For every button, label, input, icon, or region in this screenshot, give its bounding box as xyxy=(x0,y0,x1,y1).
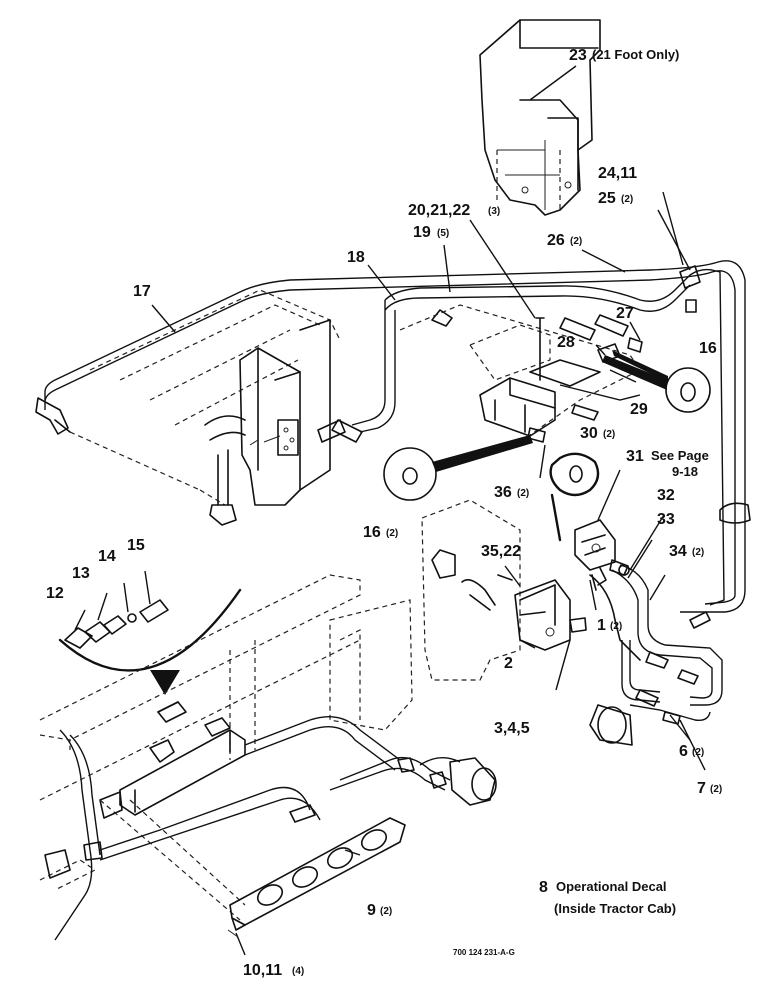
lower-frame xyxy=(39,574,497,941)
label-1-qty: (2) xyxy=(610,621,622,632)
label-36-number: 36 xyxy=(494,484,512,501)
callout-19: 19 (5) xyxy=(413,224,449,241)
label-24-11: 24,11 xyxy=(598,165,637,182)
label-34-qty: (2) xyxy=(692,547,704,558)
label-19-qty: (5) xyxy=(437,228,449,239)
callout-34: 34 (2) xyxy=(669,543,704,560)
detail-circles xyxy=(383,350,711,542)
label-9-number: 9 xyxy=(367,902,376,919)
label-34-number: 34 xyxy=(669,543,687,560)
label-8-note-line2: (Inside Tractor Cab) xyxy=(554,901,676,916)
label-7-number: 7 xyxy=(697,780,706,797)
callout-6: 6 (2) xyxy=(679,743,704,760)
label-23-number: 23 xyxy=(569,47,587,64)
callout-7: 7 (2) xyxy=(697,780,722,797)
label-26-qty: (2) xyxy=(570,236,582,247)
label-31-number: 31 xyxy=(626,448,644,465)
drawing-code: 700 124 231-A-G xyxy=(453,948,515,957)
label-29: 29 xyxy=(630,401,648,418)
label-13: 13 xyxy=(72,565,90,582)
callout-16-bottom: 16 (2) xyxy=(363,524,398,541)
label-16-top: 16 xyxy=(699,340,717,357)
callout-20-22: 20,21,22 (3) xyxy=(408,202,500,219)
label-36-qty: (2) xyxy=(517,488,529,499)
main-hoses xyxy=(35,260,746,613)
label-7-qty: (2) xyxy=(710,784,722,795)
callout-36: 36 (2) xyxy=(494,484,529,501)
label-20-22-qty: (3) xyxy=(488,206,500,217)
label-27: 27 xyxy=(616,305,634,322)
label-1-number: 1 xyxy=(597,617,606,634)
fitting-detail xyxy=(58,588,242,723)
left-frame xyxy=(89,289,346,526)
callout-25: 25 (2) xyxy=(598,190,633,207)
label-3-4-5: 3,4,5 xyxy=(494,720,530,737)
leader-lines xyxy=(74,65,706,956)
label-17: 17 xyxy=(133,283,151,300)
label-25-number: 25 xyxy=(598,190,616,207)
label-26-number: 26 xyxy=(547,232,565,249)
label-6-number: 6 xyxy=(679,743,688,760)
callout-31: 31 See Page 9-18 xyxy=(626,448,709,479)
callout-26: 26 (2) xyxy=(547,232,582,249)
label-23-note: (21 Foot Only) xyxy=(592,47,679,62)
valve-assembly xyxy=(399,304,643,443)
label-31-page-number: 9-18 xyxy=(672,464,698,479)
callout-8: 8 Operational Decal (Inside Tractor Cab) xyxy=(539,879,676,916)
label-10-11-qty: (4) xyxy=(292,966,304,977)
label-33: 33 xyxy=(657,511,675,528)
label-10-11-number: 10,11 xyxy=(243,962,282,979)
callout-1: 1 (2) xyxy=(597,617,622,634)
label-20-22-number: 20,21,22 xyxy=(408,202,470,219)
label-19-number: 19 xyxy=(413,224,431,241)
label-28: 28 xyxy=(557,334,575,351)
callout-23: 23 (21 Foot Only) xyxy=(569,47,679,64)
callout-10-11: 10,11 (4) xyxy=(243,962,304,979)
control-valve xyxy=(421,499,641,681)
label-16-bottom-number: 16 xyxy=(363,524,381,541)
label-15: 15 xyxy=(127,537,145,554)
label-32: 32 xyxy=(657,487,675,504)
upper-bracket xyxy=(479,19,601,216)
label-16-bottom-qty: (2) xyxy=(386,528,398,539)
label-35-22: 35,22 xyxy=(481,543,521,560)
callout-9: 9 (2) xyxy=(367,902,392,919)
label-25-qty: (2) xyxy=(621,194,633,205)
label-12: 12 xyxy=(46,585,64,602)
callout-30: 30 (2) xyxy=(580,425,615,442)
label-18: 18 xyxy=(347,249,365,266)
label-31-see-page: See Page xyxy=(651,448,709,463)
bottom-bracket xyxy=(227,817,406,938)
label-14: 14 xyxy=(98,548,116,565)
label-8-note-line1: Operational Decal xyxy=(556,879,667,894)
right-hoses xyxy=(589,502,751,746)
label-2: 2 xyxy=(504,655,513,672)
label-30-qty: (2) xyxy=(603,429,615,440)
label-8-number: 8 xyxy=(539,879,548,896)
label-9-qty: (2) xyxy=(380,906,392,917)
label-30-number: 30 xyxy=(580,425,598,442)
label-6-qty: (2) xyxy=(692,747,704,758)
